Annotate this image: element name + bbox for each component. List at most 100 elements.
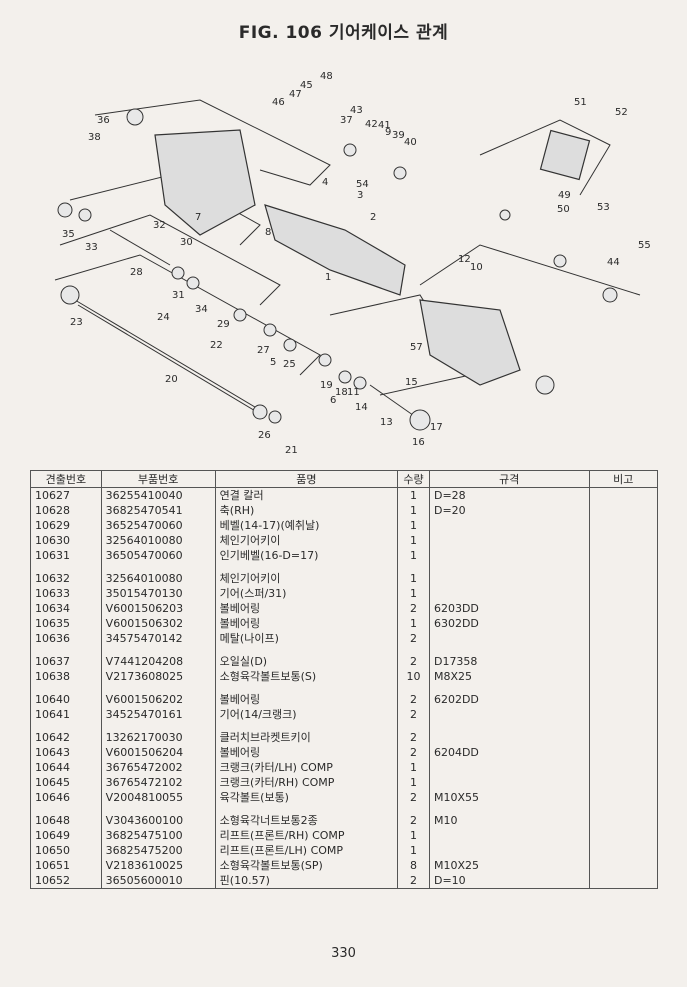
callout-label: 53 <box>597 202 610 213</box>
callout-label: 5 <box>270 357 276 368</box>
cell-part-no: V6001506203 <box>100 601 216 616</box>
cell-spec: 6302DD <box>428 616 590 631</box>
cell-remarks <box>588 760 659 775</box>
callout-label: 21 <box>285 445 298 456</box>
cell-index-no: 10628 <box>30 503 102 518</box>
cell-remarks <box>588 775 659 790</box>
callout-label: 6 <box>330 395 336 406</box>
cell-part-no: 36255410040 <box>100 487 216 503</box>
cell-part-no: 36765472102 <box>100 775 216 790</box>
cell-part-name: 볼베어링 <box>214 692 399 707</box>
cell-quantity: 2 <box>397 692 430 707</box>
cell-part-no: V6001506302 <box>100 616 216 631</box>
cell-index-no: 10632 <box>30 571 102 586</box>
callout-label: 31 <box>172 290 185 301</box>
cell-part-no: 36825475100 <box>100 828 216 843</box>
callout-label: 43 <box>350 105 363 116</box>
cell-remarks <box>588 813 659 828</box>
spacer-cell <box>100 684 216 692</box>
cell-spec: 6202DD <box>428 692 590 707</box>
spacer-cell <box>214 805 399 813</box>
cell-part-no: V2183610025 <box>100 858 216 873</box>
page-number: 330 <box>331 946 356 961</box>
spacer-cell <box>30 563 102 571</box>
cell-part-name: 소형육각볼트보통(S) <box>214 669 399 684</box>
cell-quantity: 2 <box>397 707 430 722</box>
callout-label: 54 <box>356 179 369 190</box>
callout-label: 38 <box>88 132 101 143</box>
cell-index-no: 10646 <box>30 790 102 805</box>
callout-label: 4 <box>322 177 328 188</box>
cell-remarks <box>588 858 659 873</box>
callout-label: 33 <box>85 242 98 253</box>
cell-index-no: 10629 <box>30 518 102 533</box>
cell-spec <box>428 707 590 722</box>
spacer-cell <box>428 646 590 654</box>
cell-remarks <box>588 843 659 858</box>
cell-part-name: 볼베어링 <box>214 601 399 616</box>
cell-part-no: 32564010080 <box>100 571 216 586</box>
cell-index-no: 10633 <box>30 586 102 601</box>
spacer-cell <box>214 563 399 571</box>
cell-index-no: 10627 <box>30 487 102 503</box>
spacer-cell <box>588 563 659 571</box>
cell-spec: M8X25 <box>428 669 590 684</box>
cell-index-no: 10648 <box>30 813 102 828</box>
cell-index-no: 10641 <box>30 707 102 722</box>
cell-spec: D=10 <box>428 873 590 889</box>
cell-part-name: 핀(10.57) <box>214 873 399 889</box>
table-spacer-row <box>30 722 659 730</box>
spacer-cell <box>30 646 102 654</box>
callout-label: 7 <box>195 212 201 223</box>
cell-spec: D=20 <box>428 503 590 518</box>
callout-label: 16 <box>412 437 425 448</box>
cell-part-no: V7441204208 <box>100 654 216 669</box>
callout-label: 20 <box>165 374 178 385</box>
spacer-cell <box>100 805 216 813</box>
cell-part-no: 34525470161 <box>100 707 216 722</box>
cell-index-no: 10636 <box>30 631 102 646</box>
cell-remarks <box>588 828 659 843</box>
cell-index-no: 10635 <box>30 616 102 631</box>
cell-remarks <box>588 601 659 616</box>
cell-spec <box>428 518 590 533</box>
callout-label: 35 <box>62 229 75 240</box>
cell-spec <box>428 843 590 858</box>
cell-quantity: 1 <box>397 518 430 533</box>
callout-label: 19 <box>320 380 333 391</box>
table-spacer-row <box>30 805 659 813</box>
callout-label: 23 <box>70 317 83 328</box>
cell-quantity: 2 <box>397 745 430 760</box>
cell-index-no: 10643 <box>30 745 102 760</box>
callout-label: 10 <box>470 262 483 273</box>
cell-part-name: 베벨(14-17)(예취날) <box>214 518 399 533</box>
cell-remarks <box>588 548 659 563</box>
cell-quantity: 10 <box>397 669 430 684</box>
spacer-cell <box>428 684 590 692</box>
callout-label: 45 <box>300 80 313 91</box>
cell-spec <box>428 548 590 563</box>
spacer-cell <box>588 646 659 654</box>
spacer-cell <box>588 805 659 813</box>
callout-label: 44 <box>607 257 620 268</box>
cell-spec: M10X25 <box>428 858 590 873</box>
cell-part-no: V3043600100 <box>100 813 216 828</box>
cell-index-no: 10634 <box>30 601 102 616</box>
cell-quantity: 1 <box>397 775 430 790</box>
cell-part-name: 기어(스퍼/31) <box>214 586 399 601</box>
cell-part-name: 리프트(프론트/LH) COMP <box>214 843 399 858</box>
cell-part-name: 오일실(D) <box>214 654 399 669</box>
callout-label: 46 <box>272 97 285 108</box>
